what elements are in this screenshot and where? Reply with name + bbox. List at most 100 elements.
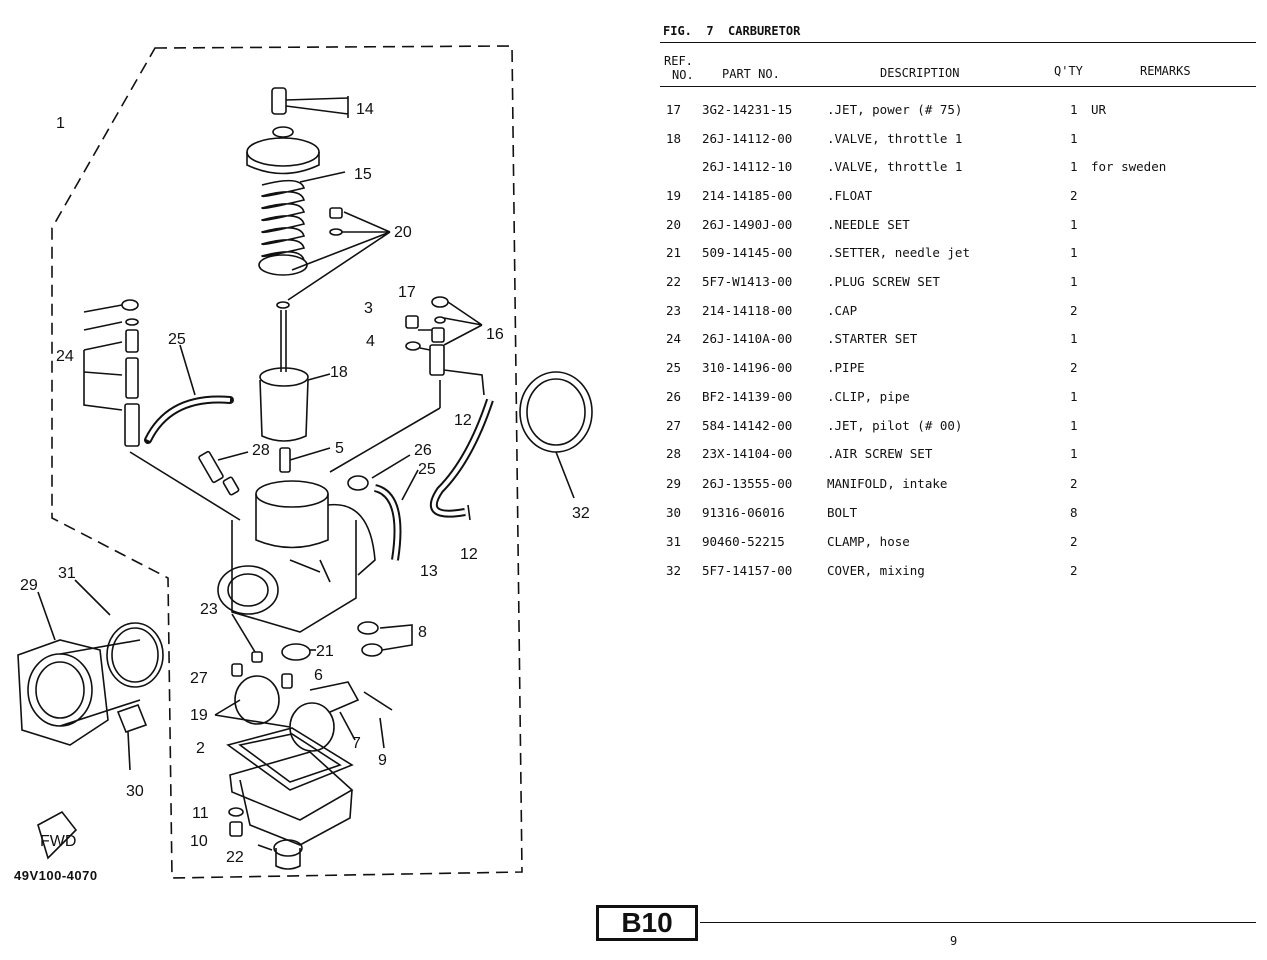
- part-no: 214-14185-00: [702, 188, 793, 203]
- part-no: 584-14142-00: [702, 418, 793, 433]
- table-row: 29 26J-13555-00 MANIFOLD, intake 2: [660, 476, 1260, 496]
- qty: 1: [1070, 159, 1078, 174]
- part-no: 90460-52215: [702, 534, 785, 549]
- header-part-no: PART NO.: [722, 67, 780, 81]
- description: .CAP: [827, 303, 858, 318]
- callout-19: 19: [190, 707, 208, 724]
- ref-no: 24: [666, 331, 682, 346]
- callout-13: 13: [420, 563, 438, 580]
- exploded-diagram: FWD 1 14 15 20 3 17 16 4 24 25 18 12 28 …: [0, 0, 640, 900]
- table-row: 28 23X-14104-00 .AIR SCREW SET 1: [660, 446, 1260, 466]
- carburetor-drawing: FWD 1 14 15 20 3 17 16 4 24 25 18 12 28 …: [17, 45, 593, 879]
- callout-22: 22: [226, 849, 244, 866]
- qty: 2: [1070, 188, 1078, 203]
- table-row: 32 5F7-14157-00 COVER, mixing 2: [660, 563, 1260, 583]
- callout-8: 8: [418, 624, 427, 641]
- part-no: 26J-14112-00: [702, 131, 793, 146]
- part-no: 26J-13555-00: [702, 476, 793, 491]
- callout-25: 25: [168, 331, 186, 348]
- description: .VALVE, throttle 1: [827, 159, 963, 174]
- figure-title: FIG. 7 CARBURETOR: [663, 24, 800, 38]
- callout-12b: 12: [460, 546, 478, 563]
- callout-29: 29: [20, 577, 38, 594]
- callout-3: 3: [364, 300, 373, 317]
- ref-no: 27: [666, 418, 682, 433]
- callout-5: 5: [335, 440, 344, 457]
- ref-no: 32: [666, 563, 682, 578]
- qty: 2: [1070, 303, 1078, 318]
- table-row: 18 26J-14112-00 .VALVE, throttle 1 1: [660, 131, 1260, 151]
- description: .PIPE: [827, 360, 865, 375]
- part-no: 310-14196-00: [702, 360, 793, 375]
- description: .NEEDLE SET: [827, 217, 910, 232]
- header-rule-bottom: [660, 86, 1256, 87]
- part-no: 5F7-W1413-00: [702, 274, 793, 289]
- table-row: 20 26J-1490J-00 .NEEDLE SET 1: [660, 217, 1260, 237]
- ref-no: 28: [666, 446, 682, 461]
- qty: 1: [1070, 418, 1078, 433]
- qty: 2: [1070, 476, 1078, 491]
- description: .STARTER SET: [827, 331, 918, 346]
- table-row: 22 5F7-W1413-00 .PLUG SCREW SET 1: [660, 274, 1260, 294]
- qty: 1: [1070, 217, 1078, 232]
- callout-23: 23: [200, 601, 218, 618]
- remarks: UR: [1091, 102, 1107, 117]
- callout-10: 10: [190, 833, 208, 850]
- qty: 2: [1070, 360, 1078, 375]
- footer-rule: [700, 922, 1256, 923]
- assembly-boundary: [51, 45, 523, 879]
- callout-6: 6: [314, 667, 323, 684]
- header-qty: Q'TY: [1054, 64, 1083, 78]
- description: .CLIP, pipe: [827, 389, 910, 404]
- page-number: 9: [950, 934, 958, 948]
- ref-no: 21: [666, 245, 682, 260]
- part-no: 5F7-14157-00: [702, 563, 793, 578]
- part-no: 509-14145-00: [702, 245, 793, 260]
- header-ref-line1: REF.: [664, 54, 693, 68]
- ref-no: 31: [666, 534, 682, 549]
- part-no: 214-14118-00: [702, 303, 793, 318]
- callout-20: 20: [394, 224, 412, 241]
- table-row: 31 90460-52215 CLAMP, hose 2: [660, 534, 1260, 554]
- qty: 1: [1070, 102, 1078, 117]
- remarks: for sweden: [1091, 159, 1167, 174]
- callout-31: 31: [58, 565, 76, 582]
- qty: 1: [1070, 274, 1078, 289]
- qty: 1: [1070, 131, 1078, 146]
- callout-7: 7: [352, 735, 361, 752]
- table-row: 25 310-14196-00 .PIPE 2: [660, 360, 1260, 380]
- table-row: 23 214-14118-00 .CAP 2: [660, 303, 1260, 323]
- callout-25b: 25: [418, 461, 436, 478]
- callout-9: 9: [378, 752, 387, 769]
- ref-no: 20: [666, 217, 682, 232]
- callout-27: 27: [190, 670, 208, 687]
- qty: 1: [1070, 245, 1078, 260]
- callout-4: 4: [366, 333, 375, 350]
- callout-21: 21: [316, 643, 334, 660]
- qty: 2: [1070, 534, 1078, 549]
- catalog-code: 49V100-4070: [14, 868, 98, 883]
- description: CLAMP, hose: [827, 534, 910, 549]
- qty: 1: [1070, 331, 1078, 346]
- ref-no: 23: [666, 303, 682, 318]
- table-row: 26J-14112-10 .VALVE, throttle 1 1 for sw…: [660, 159, 1260, 179]
- qty: 1: [1070, 389, 1078, 404]
- figure-prefix: FIG.: [663, 24, 692, 38]
- part-no: 26J-14112-10: [702, 159, 793, 174]
- part-no: 23X-14104-00: [702, 446, 793, 461]
- description: .FLOAT: [827, 188, 873, 203]
- callout-30: 30: [126, 783, 144, 800]
- header-remarks: REMARKS: [1140, 64, 1191, 78]
- figure-name: CARBURETOR: [728, 24, 801, 38]
- page-badge: B10: [596, 905, 698, 941]
- ref-no: 18: [666, 131, 682, 146]
- table-row: 19 214-14185-00 .FLOAT 2: [660, 188, 1260, 208]
- callout-14: 14: [356, 101, 374, 118]
- description: .JET, pilot (# 00): [827, 418, 963, 433]
- ref-no: 29: [666, 476, 682, 491]
- part-no: 26J-1410A-00: [702, 331, 793, 346]
- ref-no: 25: [666, 360, 682, 375]
- figure-number: 7: [706, 24, 714, 38]
- ref-no: 30: [666, 505, 682, 520]
- table-row: 27 584-14142-00 .JET, pilot (# 00) 1: [660, 418, 1260, 438]
